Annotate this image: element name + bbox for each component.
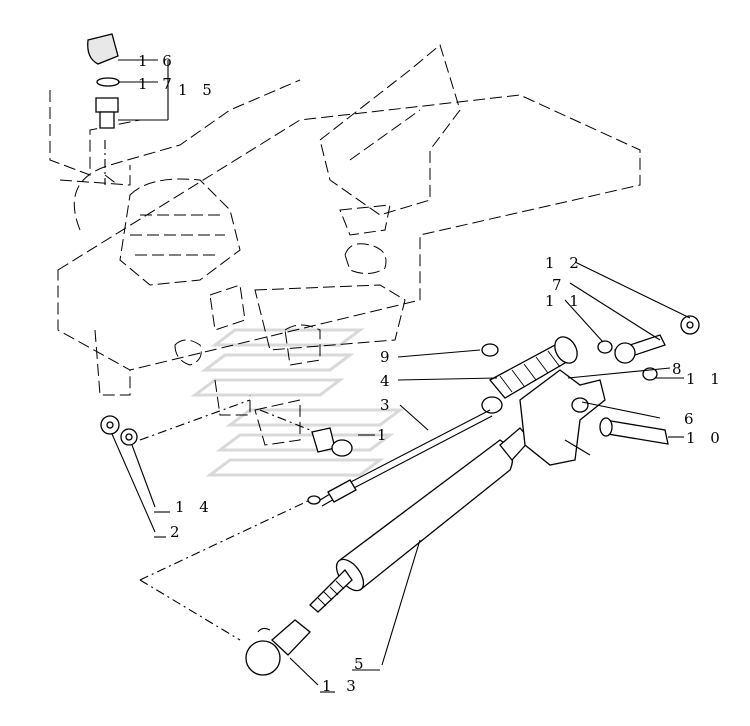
callout-3: 3 [380,396,395,414]
callout-16: 1 6 [138,52,177,70]
callout-5: 5 [354,655,369,673]
clevis-pin [245,619,311,676]
bolt-1 [311,427,353,457]
assembly-axis-lines [104,140,311,641]
callout-7: 7 [552,276,567,294]
bracket-body [519,369,606,466]
callout-8: 8 [672,360,687,378]
leader-lines [111,59,691,686]
control-cable [307,409,493,507]
callout-17: 1 7 [138,75,177,93]
callout-10: 1 0 [686,429,725,447]
callout-13: 1 3 [322,677,361,695]
callout-labels: 1 6 1 7 1 5 1 2 7 1 1 9 1 1 4 8 3 6 1 1 … [138,52,725,695]
frame-outline [49,44,641,446]
spring-adjuster [481,336,578,414]
callout-12: 1 2 [545,254,584,272]
callout-2: 2 [170,523,185,541]
pin-and-washers [597,315,700,445]
callout-9: 9 [380,348,395,366]
callout-11b: 1 1 [686,370,725,388]
hydraulic-cylinder [309,427,531,613]
callout-1: 1 [377,426,392,444]
callout-4: 4 [380,372,395,390]
callout-14: 1 4 [175,498,214,516]
callout-underlines [154,511,380,693]
washers-2-14 [100,415,138,446]
breather-cap-assembly [87,33,120,129]
callout-11a: 1 1 [545,292,584,310]
watermark-logo [190,328,405,477]
callout-15: 1 5 [178,81,217,99]
callout-6: 6 [684,410,699,428]
